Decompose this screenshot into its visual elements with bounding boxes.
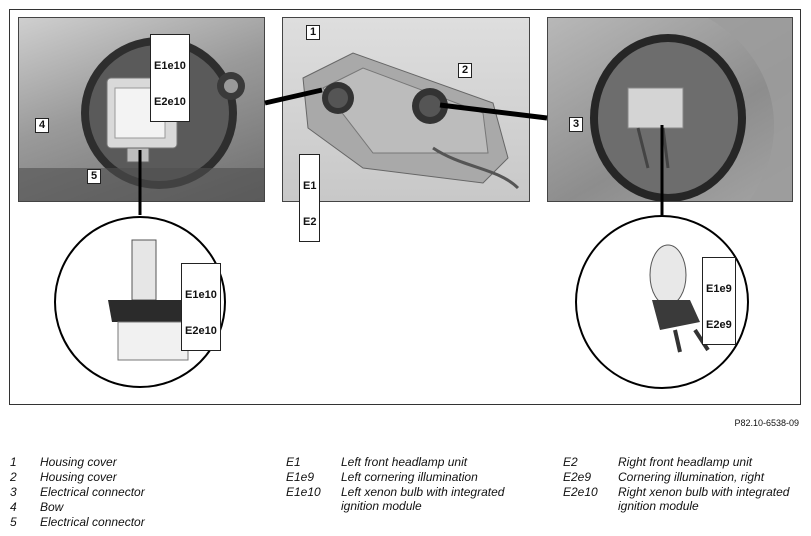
legend-key: E1e10	[286, 485, 321, 499]
legend-text: Bow	[40, 500, 64, 514]
legend-key: E1	[286, 455, 301, 469]
callout-2: 2	[458, 63, 473, 78]
legend-text: Right front headlamp unit	[618, 455, 753, 469]
callout-xenon-top-a: E1e10	[154, 60, 186, 72]
legend-key: E2	[563, 455, 578, 469]
callout-xenon-top-b: E2e10	[154, 96, 186, 108]
figure-reference: P82.10-6538-09	[734, 418, 799, 428]
callout-xenon-top: E1e10 E2e10	[150, 34, 190, 122]
connector-line-left	[264, 87, 323, 106]
photo-center-headlamp-unit	[282, 17, 530, 202]
legend-text: Right xenon bulb with integrated	[618, 485, 790, 499]
photo-center-drawing	[302, 52, 520, 190]
callout-4: 4	[35, 118, 50, 133]
legend-text: ignition module	[618, 499, 699, 513]
legend-text: Left xenon bulb with integrated	[341, 485, 505, 499]
callout-5: 5	[87, 169, 102, 184]
callout-e1-e2: E1 E2	[299, 154, 321, 242]
callout-halogen-zoom-b: E2e9	[706, 319, 732, 331]
legend-text: Housing cover	[40, 455, 117, 469]
photo-right-drawing	[590, 18, 792, 201]
legend-key: 5	[10, 515, 17, 529]
legend-key: 1	[10, 455, 17, 469]
legend-text: ignition module	[341, 499, 422, 513]
legend-text: Left front headlamp unit	[341, 455, 468, 469]
callout-1: 1	[306, 25, 321, 40]
callout-xenon-zoom-a: E1e10	[185, 289, 217, 301]
legend-key: E2e10	[563, 485, 598, 499]
callout-halogen-zoom-a: E1e9	[706, 283, 732, 295]
legend-text: Housing cover	[40, 470, 117, 484]
callout-3: 3	[569, 117, 584, 132]
legend-key: E1e9	[286, 470, 315, 484]
legend-text: Electrical connector	[40, 515, 145, 529]
legend-text: Cornering illumination, right	[618, 470, 765, 484]
photo-right-cornering-housing	[547, 17, 793, 202]
callout-xenon-zoom-b: E2e10	[185, 325, 217, 337]
legend-key: E2e9	[563, 470, 592, 484]
callout-e1: E1	[303, 180, 317, 192]
legend-key: 4	[10, 500, 17, 514]
legend-key: 3	[10, 485, 17, 499]
legend-text: Left cornering illumination	[341, 470, 478, 484]
legend-text: Electrical connector	[40, 485, 145, 499]
callout-xenon-zoom: E1e10 E2e10	[181, 263, 221, 351]
callout-halogen-zoom: E1e9 E2e9	[702, 257, 736, 345]
photo-left-xenon-housing	[18, 17, 265, 202]
callout-e2: E2	[303, 216, 317, 228]
connector-line-right	[439, 102, 548, 121]
legend-key: 2	[10, 470, 17, 484]
